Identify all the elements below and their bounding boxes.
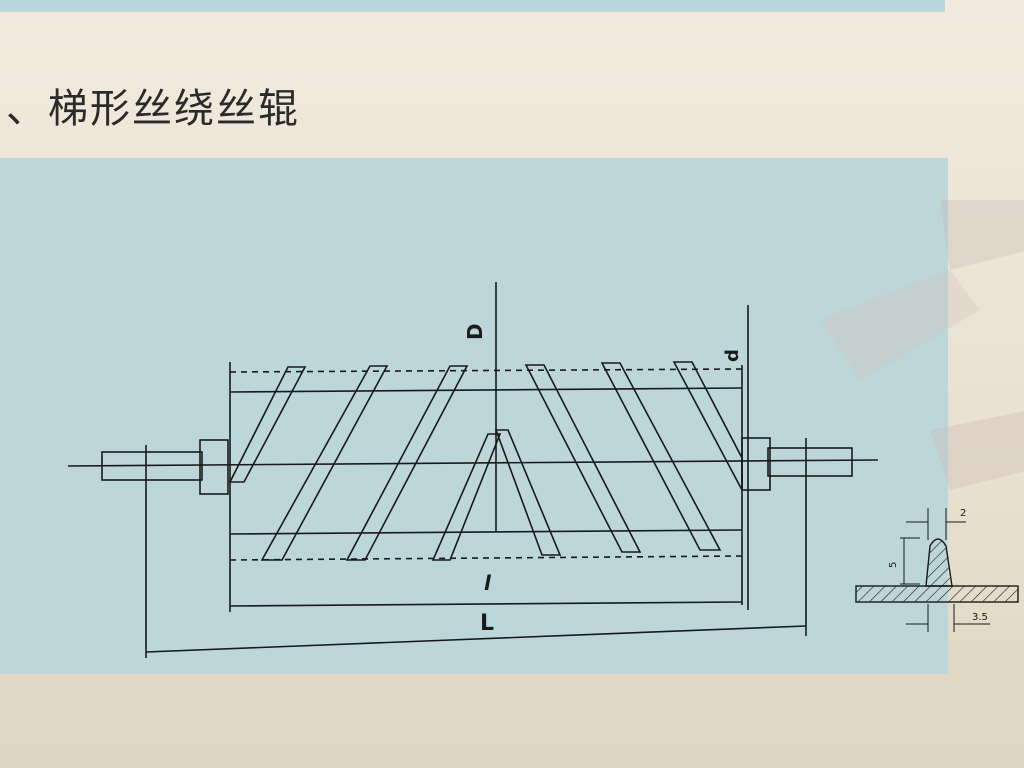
trapezoid-wire-section xyxy=(925,538,953,587)
label-L: L xyxy=(480,611,494,636)
diagram-panel xyxy=(0,158,948,674)
right-bearing xyxy=(741,437,771,491)
dim-side-label: 5 xyxy=(888,562,899,568)
L-dimension-line xyxy=(145,625,807,653)
center-axis-line xyxy=(67,459,879,467)
right-shaft xyxy=(767,447,853,477)
label-D: D xyxy=(463,323,487,340)
l-dimension-line xyxy=(229,601,743,607)
left-helix-strips xyxy=(228,365,502,561)
page-title: 、梯形丝绕丝辊 xyxy=(6,86,300,132)
drum-bottom-edge xyxy=(229,529,743,535)
dim-top-label: 2 xyxy=(960,508,966,519)
wire-section-detail: 2 5 3.5 xyxy=(855,508,1019,632)
right-helix-strips xyxy=(494,361,743,556)
top-band xyxy=(0,0,945,12)
outer-diameter-top-dashed xyxy=(229,368,743,373)
left-bearing xyxy=(199,439,229,495)
label-d: d xyxy=(722,349,743,362)
label-l: l xyxy=(484,571,492,595)
dim-bottom-label: 3.5 xyxy=(972,612,988,623)
drum-top-edge xyxy=(229,387,743,393)
base-plate-section xyxy=(855,585,1019,603)
left-shaft xyxy=(101,451,203,481)
outer-diameter-bottom-dashed xyxy=(229,555,743,561)
watermark-logo xyxy=(820,200,1024,490)
